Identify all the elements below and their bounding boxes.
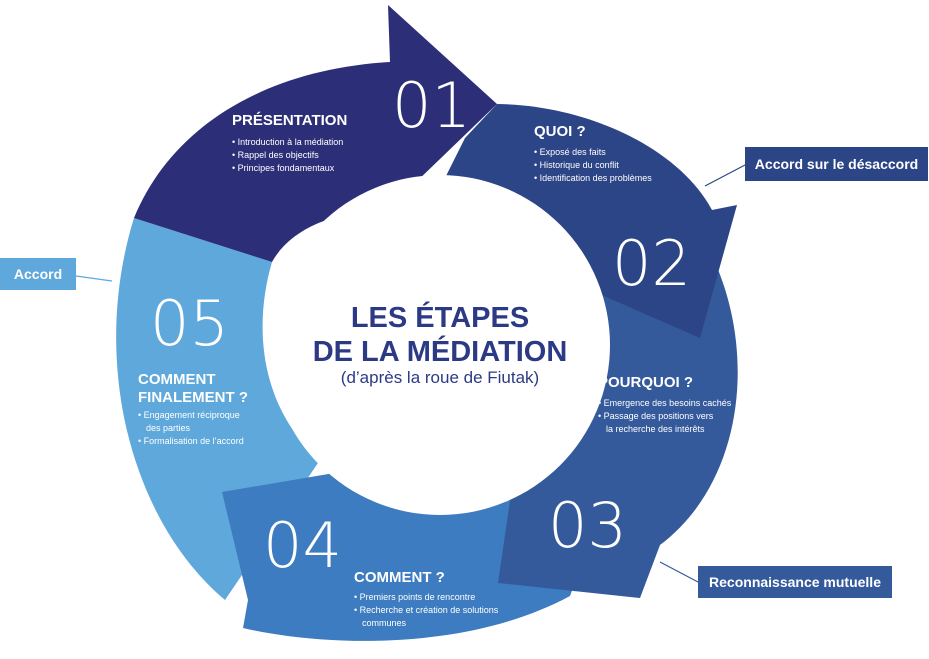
step-01-item: • Principes fondamentaux [232,163,335,173]
desaccord-callout: Accord sur le désaccord [745,147,928,181]
reconnaissance-connector [659,561,699,583]
desaccord-connector [704,164,746,187]
step-05-heading-line1: COMMENT [138,371,216,388]
step-05-item: • Formalisation de l’accord [138,436,244,446]
step-01-segment [134,5,497,262]
step-03-item: • Emergence des besoins cachés [598,398,732,408]
step-02-item: • Exposé des faits [534,147,606,157]
step-03-item: • Passage des positions vers [598,411,714,421]
center-title-line1: LES ÉTAPES [351,300,529,334]
reconnaissance-callout: Reconnaissance mutuelle [698,566,892,598]
center-title-line2: DE LA MÉDIATION [313,334,568,368]
step-04-heading: COMMENT ? [354,569,445,586]
step-04-item: communes [362,618,407,628]
accord-callout: Accord [0,258,76,290]
step-03-number: 03 [548,489,627,562]
step-05-item: • Engagement réciproque [138,410,240,420]
step-01-number: 01 [392,69,471,142]
step-03-heading: POURQUOI ? [598,374,693,391]
step-04-segment [222,470,598,641]
step-04-number: 04 [263,509,342,582]
step-02-item: • Historique du conflit [534,160,619,170]
step-03-item: la recherche des intérêts [606,424,705,434]
accord-connector [75,275,113,282]
step-02-heading: QUOI ? [534,123,586,140]
step-02-number: 02 [612,227,691,300]
step-01-item: • Rappel des objectifs [232,150,319,160]
step-01-heading: PRÉSENTATION [232,112,347,129]
step-04-item: • Premiers points de rencontre [354,592,475,602]
step-05-number: 05 [150,287,229,360]
center-subtitle: (d’après la roue de Fiutak) [341,368,539,387]
step-02-item: • Identification des problèmes [534,173,652,183]
step-05-item: des parties [146,423,191,433]
center-circle [270,175,610,515]
step-02-segment [430,104,737,338]
step-05-heading-line2: FINALEMENT ? [138,389,248,406]
step-01-item: • Introduction à la médiation [232,137,343,147]
step-04-item: • Recherche et création de solutions [354,605,499,615]
